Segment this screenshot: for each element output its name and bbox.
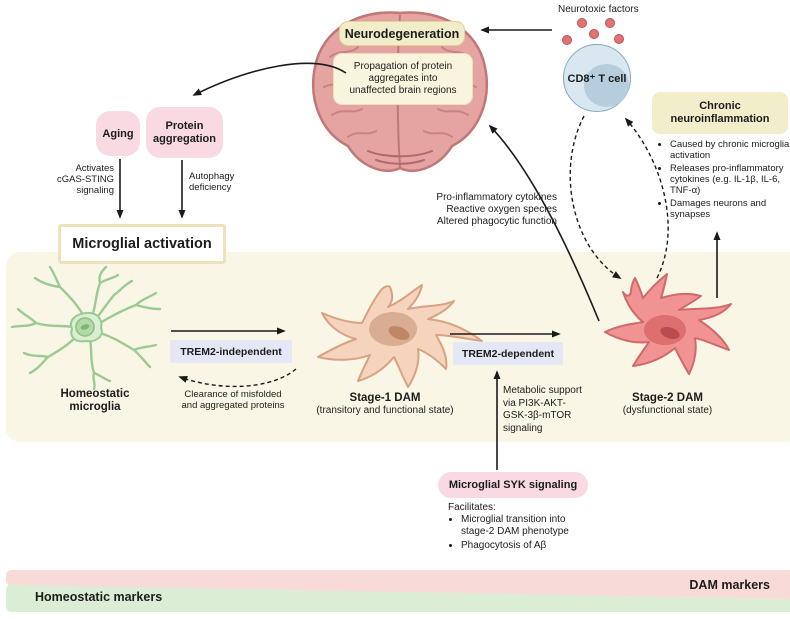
neurotoxic-dot <box>562 35 572 45</box>
dam-markers-label: DAM markers <box>689 578 770 592</box>
homeostatic-microglia-label: Homeostatic microglia <box>60 388 130 413</box>
homeostatic-microglia-illustration <box>10 265 162 390</box>
homeostatic-markers-label: Homeostatic markers <box>35 590 163 604</box>
stage1-dam-state: (transitory and functional state) <box>316 405 454 416</box>
microglial-syk-box: Microglial SYK signaling <box>438 472 588 498</box>
microglial-activation-box: Microglial activation <box>58 224 226 264</box>
list-item: Damages neurons and synapses <box>670 198 790 220</box>
propagation-box: Propagation of protein aggregates into u… <box>333 53 473 105</box>
list-item: Caused by chronic microglial activation <box>670 139 790 161</box>
stage1-dam-label: Stage-1 DAM (transitory and functional s… <box>295 392 475 417</box>
list-item: Phagocytosis of Aβ <box>461 540 586 552</box>
trem2-dependent-box: TREM2-dependent <box>453 342 563 365</box>
stage2-dam-label: Stage-2 DAM (dysfunctional state) <box>590 392 745 417</box>
cd8-tcell-illustration: CD8⁺ T cell <box>563 44 631 112</box>
neurodegeneration-box: Neurodegeneration <box>339 21 465 46</box>
stage2-dam-name: Stage-2 DAM <box>632 392 703 404</box>
neurotoxic-factors-label: Neurotoxic factors <box>558 4 639 15</box>
clearance-label: Clearance of misfolded and aggregated pr… <box>181 389 285 411</box>
metabolic-support-label: Metabolic support via PI3K-AKT- GSK-3β-m… <box>503 385 582 434</box>
facilitates-title: Facilitates: <box>448 502 496 513</box>
syk-facilitates: Facilitates: Microglial transition into … <box>448 502 608 554</box>
marker-gradient-bars <box>6 570 790 612</box>
secretions-label: Pro-inflammatory cytokines Reactive oxyg… <box>436 192 557 227</box>
aging-arrow-label: Activates cGAS-STING signaling <box>56 163 114 196</box>
neurotoxic-dot <box>589 29 599 39</box>
list-item: Microglial transition into stage-2 DAM p… <box>461 514 586 538</box>
neurotoxic-dot <box>605 18 615 28</box>
stage1-dam-name: Stage-1 DAM <box>349 392 421 404</box>
chronic-neuroinflammation-box: Chronic neuroinflammation <box>652 92 788 134</box>
cd8-tcell-nucleus <box>584 64 629 107</box>
chronic-neuroinflammation-list: Caused by chronic microglial activation … <box>657 139 790 222</box>
stage2-dam-illustration <box>604 273 732 375</box>
stage1-dam-illustration <box>317 284 483 388</box>
homeostatic-markers-bar <box>6 584 790 612</box>
trem2-independent-box: TREM2-independent <box>170 340 292 363</box>
neurotoxic-dot <box>614 34 624 44</box>
list-item: Releases pro-inflammatory cytokines (e.g… <box>670 163 790 196</box>
stage2-dam-state: (dysfunctional state) <box>622 405 713 416</box>
protein-aggregation-box: Protein aggregation <box>146 107 223 158</box>
aging-box: Aging <box>96 111 140 156</box>
neurotoxic-dot <box>577 18 587 28</box>
cd8-tcell-label: CD8⁺ T cell <box>567 72 627 85</box>
dam-markers-bar <box>6 570 790 599</box>
protein-arrow-label: Autophagy deficiency <box>189 171 235 193</box>
